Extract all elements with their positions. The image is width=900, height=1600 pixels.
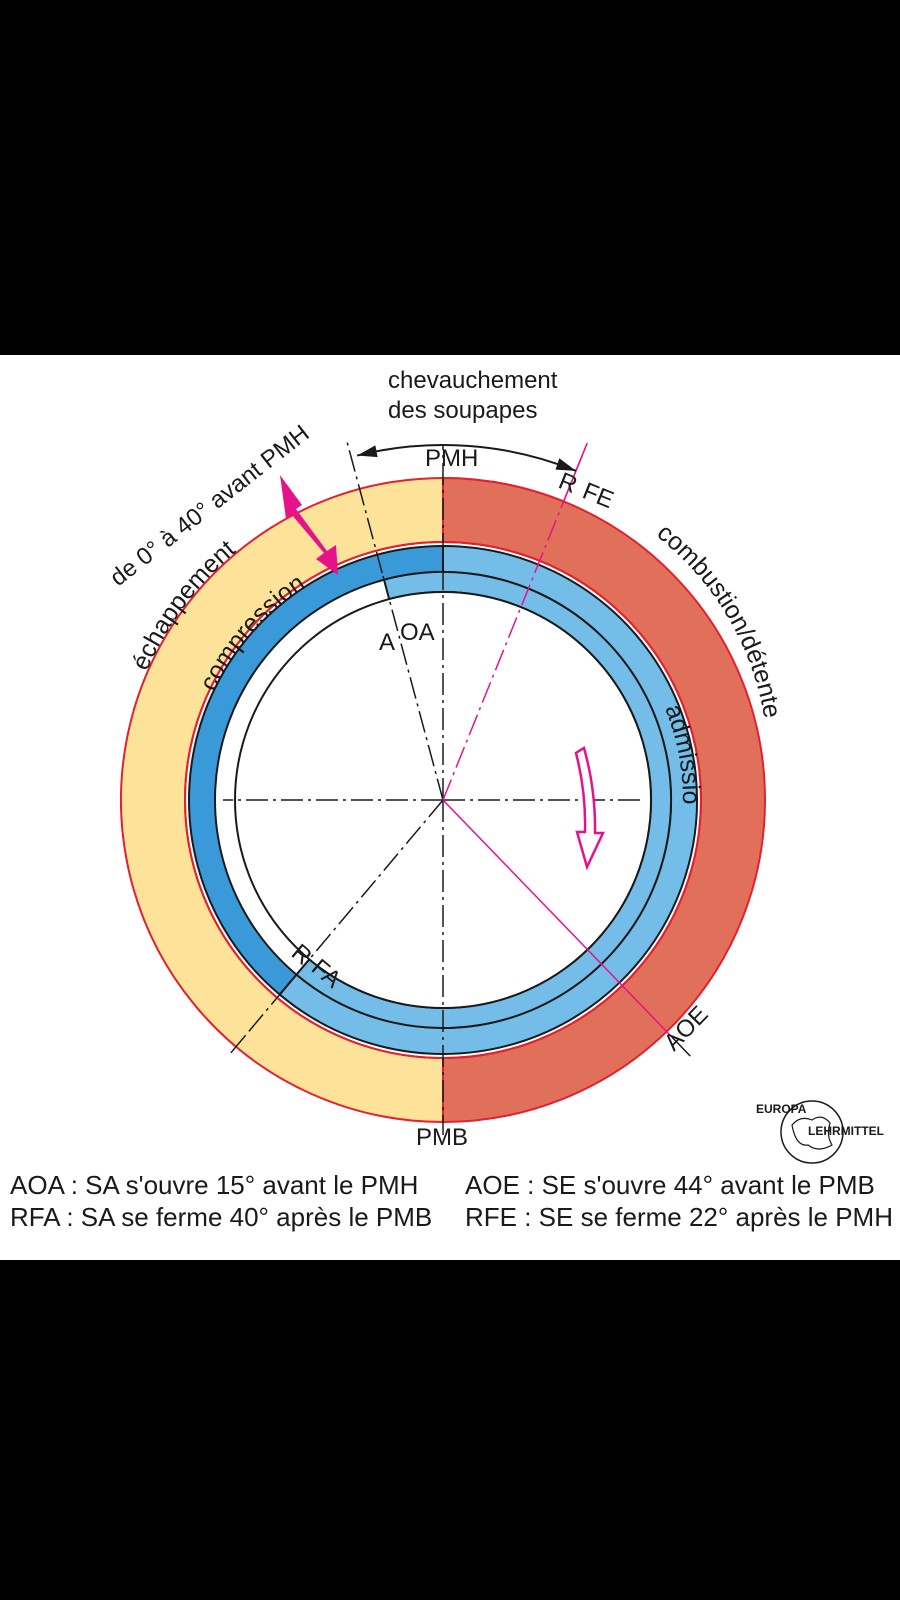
overlap-label-line1: chevauchement bbox=[388, 367, 558, 394]
diagram-panel: chevauchement des soupapes PMH PMB de 0°… bbox=[0, 355, 900, 1260]
rfe-label-fe: FE bbox=[579, 478, 618, 515]
aoe-line-ext bbox=[671, 1036, 691, 1057]
aoa-label-oa: OA bbox=[400, 619, 435, 646]
overlap-arrowhead-left bbox=[357, 445, 378, 458]
ignition-spark-icon bbox=[280, 475, 338, 575]
logo-text-europa: EUROPA bbox=[756, 1102, 807, 1116]
rfe-line bbox=[442, 442, 588, 801]
europa-lehrmittel-logo: EUROPA LEHRMITTEL bbox=[756, 1100, 884, 1164]
legend-aoa: AOA : SA s'ouvre 15° avant le PMH bbox=[10, 1170, 419, 1200]
aoa-line-ext bbox=[346, 442, 383, 574]
overlap-arrowhead-right bbox=[555, 458, 576, 471]
aoa-line bbox=[381, 572, 444, 801]
legend-rfe: RFE : SE se ferme 22° après le PMH bbox=[465, 1202, 893, 1232]
rfe-label-r: R bbox=[555, 468, 581, 500]
rfe-line-ext bbox=[562, 442, 588, 502]
aoe-line bbox=[442, 799, 673, 1038]
overlap-arrow bbox=[356, 444, 577, 472]
valve-timing-diagram: chevauchement des soupapes PMH PMB de 0°… bbox=[0, 355, 884, 1164]
rotation-direction-arrow-icon bbox=[574, 746, 605, 871]
aoa-label-a: A bbox=[379, 629, 395, 656]
overlap-label-line2: des soupapes bbox=[388, 397, 537, 424]
rfa-line bbox=[243, 799, 444, 1038]
pmh-label: PMH bbox=[425, 445, 478, 472]
legend-aoe: AOE : SE s'ouvre 44° avant le PMB bbox=[465, 1170, 875, 1200]
logo-text-lehrmittel: LEHRMITTEL bbox=[808, 1124, 884, 1138]
pmb-label: PMB bbox=[416, 1124, 468, 1151]
legend-rfa: RFA : SA se ferme 40° après le PMB bbox=[10, 1202, 433, 1232]
rfa-line-ext bbox=[230, 1036, 245, 1054]
construction-lines bbox=[223, 442, 691, 1135]
